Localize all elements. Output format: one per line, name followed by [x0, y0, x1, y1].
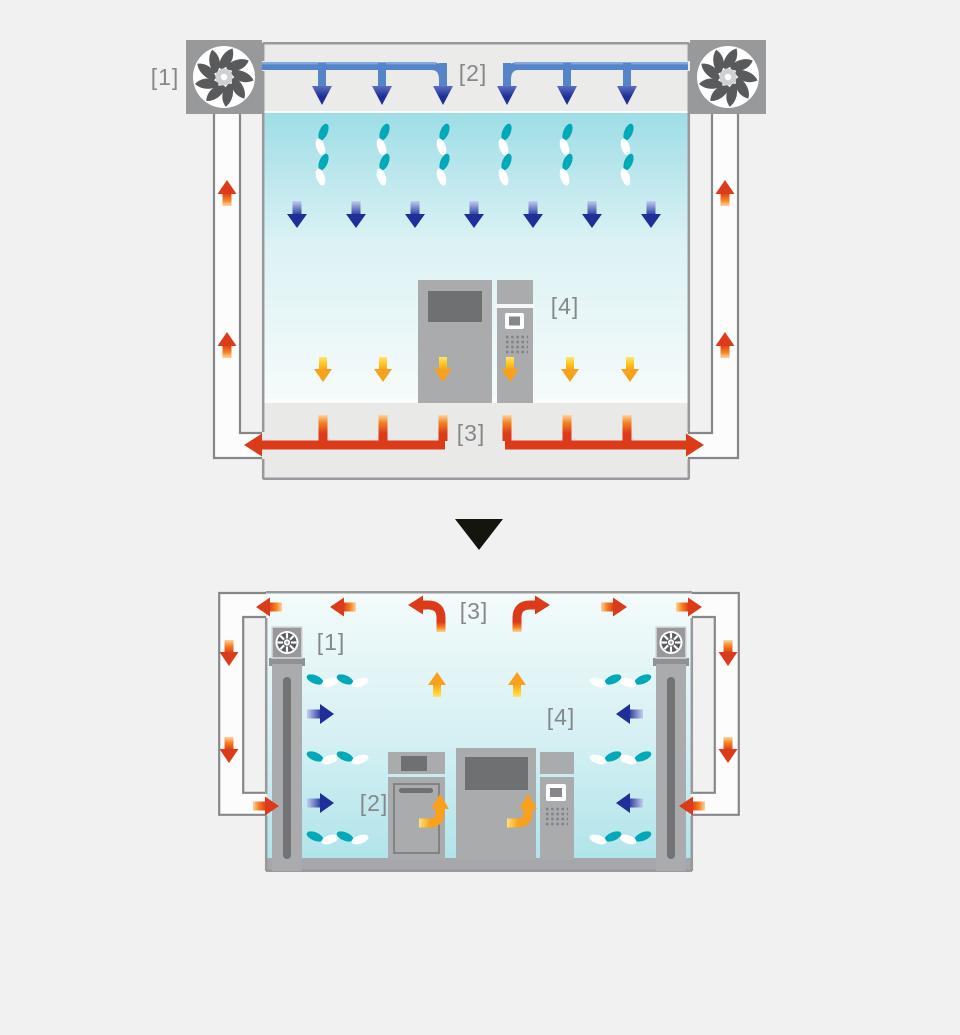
- exhaust-duct-right: [690, 591, 740, 816]
- floor-strip: [267, 858, 691, 871]
- warm-air-bend-arrow: [507, 794, 537, 828]
- fan-icon: [697, 46, 759, 108]
- equipment-machine: [418, 280, 534, 403]
- label-supply-duct: [2]: [459, 60, 488, 86]
- label-equipment: [4]: [547, 704, 576, 730]
- fan-icon: [193, 46, 255, 108]
- exhaust-bend-left-arrow: [408, 595, 446, 632]
- fan-unit-right: [690, 40, 766, 114]
- warm-air-bend-arrow: [419, 794, 449, 828]
- label-fan-unit: [1]: [317, 629, 346, 655]
- ceiling-plenum: [262, 42, 690, 113]
- down-triangle-icon: [455, 519, 503, 550]
- control-keypad: [506, 335, 528, 354]
- label-supply-airflow: [2]: [360, 790, 389, 816]
- return-duct-right: [688, 110, 740, 460]
- control-keypad: [546, 807, 568, 826]
- fan-column-left: [269, 626, 305, 871]
- fan-icon: [274, 629, 300, 656]
- fan-unit-left: [186, 40, 262, 114]
- diagram-top-downflow-room: [1] [2] [3] [4]: [151, 40, 766, 481]
- equipment-machines: [388, 748, 574, 860]
- exhaust-duct-left: [218, 591, 268, 816]
- room-outline: [264, 590, 694, 873]
- fan-icon: [658, 629, 684, 656]
- return-pipe: [244, 415, 704, 457]
- return-pipe-left-arrow: [244, 433, 262, 457]
- label-return-duct: [3]: [457, 420, 486, 446]
- machine-screen: [465, 757, 528, 790]
- label-fan-unit: [1]: [151, 64, 180, 90]
- return-pipe-right-arrow: [686, 433, 704, 457]
- room-outline: [261, 41, 691, 481]
- diagram-bottom-crossflow-room: [1] [2] [3] [4]: [218, 590, 740, 873]
- label-equipment: [4]: [551, 293, 580, 319]
- machine-screen: [428, 291, 482, 322]
- fan-column-right: [653, 626, 689, 871]
- return-duct-left: [212, 110, 262, 460]
- label-exhaust-duct: [3]: [460, 598, 489, 624]
- exhaust-bend-right-arrow: [512, 595, 550, 632]
